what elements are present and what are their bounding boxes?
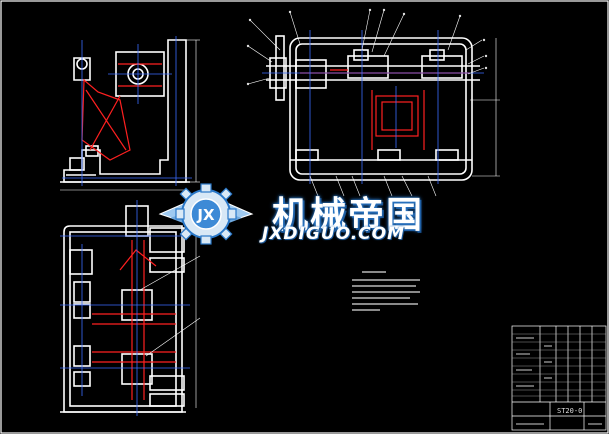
watermark-chinese-text: 机械帝国	[272, 195, 425, 236]
title-block-rows	[512, 333, 606, 397]
front-view-balloons	[246, 8, 488, 86]
side-view-centerlines	[62, 36, 192, 186]
front-view-leaders	[247, 9, 500, 177]
title-block-drawing-code: ST20-0	[557, 407, 583, 415]
side-view	[60, 39, 190, 183]
title-block-text-marks	[516, 337, 602, 425]
front-view-bottom-leaders	[309, 175, 437, 197]
front-view-centerlines	[262, 30, 484, 184]
plan-view-leaders	[139, 228, 201, 408]
plan-view	[60, 205, 186, 413]
plan-view-hidden	[92, 240, 176, 400]
side-view-dims	[60, 39, 200, 191]
front-view	[266, 35, 480, 181]
watermark-site-text: JXDIGUO.COM	[262, 224, 406, 244]
watermark-logo: JX	[158, 183, 254, 245]
technical-notes	[352, 271, 420, 311]
watermark-logo-letters: JX	[196, 206, 215, 224]
title-block	[511, 325, 607, 431]
plan-view-centerlines	[60, 200, 190, 416]
